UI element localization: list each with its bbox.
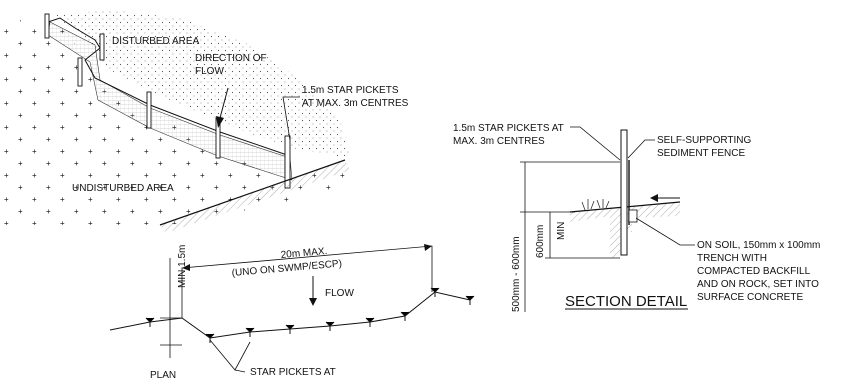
trench-note-4: AND ON ROCK, SET INTO [697,279,819,290]
section-picket [620,129,628,256]
self-supporting-label-2: SEDIMENT FENCE [657,148,745,159]
direction-of-flow-label-2: FLOW [195,66,224,77]
section-dim-600: 600mm [535,225,546,258]
section-pickets-label-1: 1.5m STAR PICKETS AT [453,123,564,134]
fence-pickets [44,13,291,189]
dim-arrow-icon [182,264,190,271]
section-pickets-label-2: MAX. 3m CENTRES [453,136,545,147]
direction-of-flow-label-1: DIRECTION OF [195,53,267,64]
disturbed-area-label: DISTURBED AREA [112,36,200,47]
undisturbed-ground-texture [0,20,350,225]
plan-view: MIN 1.5m 20m MAX. (UNO ON SWMP/ESCP) FLO… [109,244,475,381]
dim-arrow-icon [424,244,432,251]
self-supporting-label-1: SELF-SUPPORTING [657,135,751,146]
section-dim-min-word: MIN [556,222,567,240]
star-pickets-label-2: AT MAX. 3m CENTRES [302,98,409,109]
picket-post [44,13,50,39]
trench-note-2: TRENCH WITH [697,253,767,264]
trench-block [628,209,638,223]
star-pickets-label-1: 1.5m STAR PICKETS [302,85,399,96]
flow-arrow-icon [216,116,224,128]
plan-uno-label: (UNO ON SWMP/ESCP) [231,258,342,279]
trench-note-5: SURFACE CONCRETE [697,292,803,303]
plan-picket-marks [145,287,475,343]
section-detail-title: SECTION DETAIL [565,293,687,310]
ground-line [159,159,346,226]
plan-title: PLAN [150,370,176,381]
fence-top-line [47,17,291,157]
perspective-view: DISTURBED AREA DIRECTION OF FLOW 1.5m ST… [0,10,409,233]
picket-post [99,33,105,61]
plan-min-label: MIN 1.5m [177,245,188,288]
section-dim-total: 500mm - 600mm [511,236,522,312]
picket-post [77,57,83,87]
section-detail: 1.5m STAR PICKETS AT MAX. 3m CENTRES SEL… [453,123,820,312]
plan-flow-label: FLOW [325,288,354,299]
undisturbed-area-label: UNDISTURBED AREA [72,183,174,194]
plan-pickets-label: STAR PICKETS AT [250,367,336,378]
picket-post [146,91,152,129]
plan-max-label: 20m MAX. [280,246,327,261]
grass-icon [581,199,610,211]
disturbed-ground-texture [55,10,350,158]
trench-note-3: COMPACTED BACKFILL [697,266,811,277]
trench-note-1: ON SOIL, 150mm x 100mm [697,240,820,251]
plan-flow-arrow-icon [309,298,317,306]
ground-hatch [160,160,350,233]
section-flow-arrow-icon [650,194,658,202]
